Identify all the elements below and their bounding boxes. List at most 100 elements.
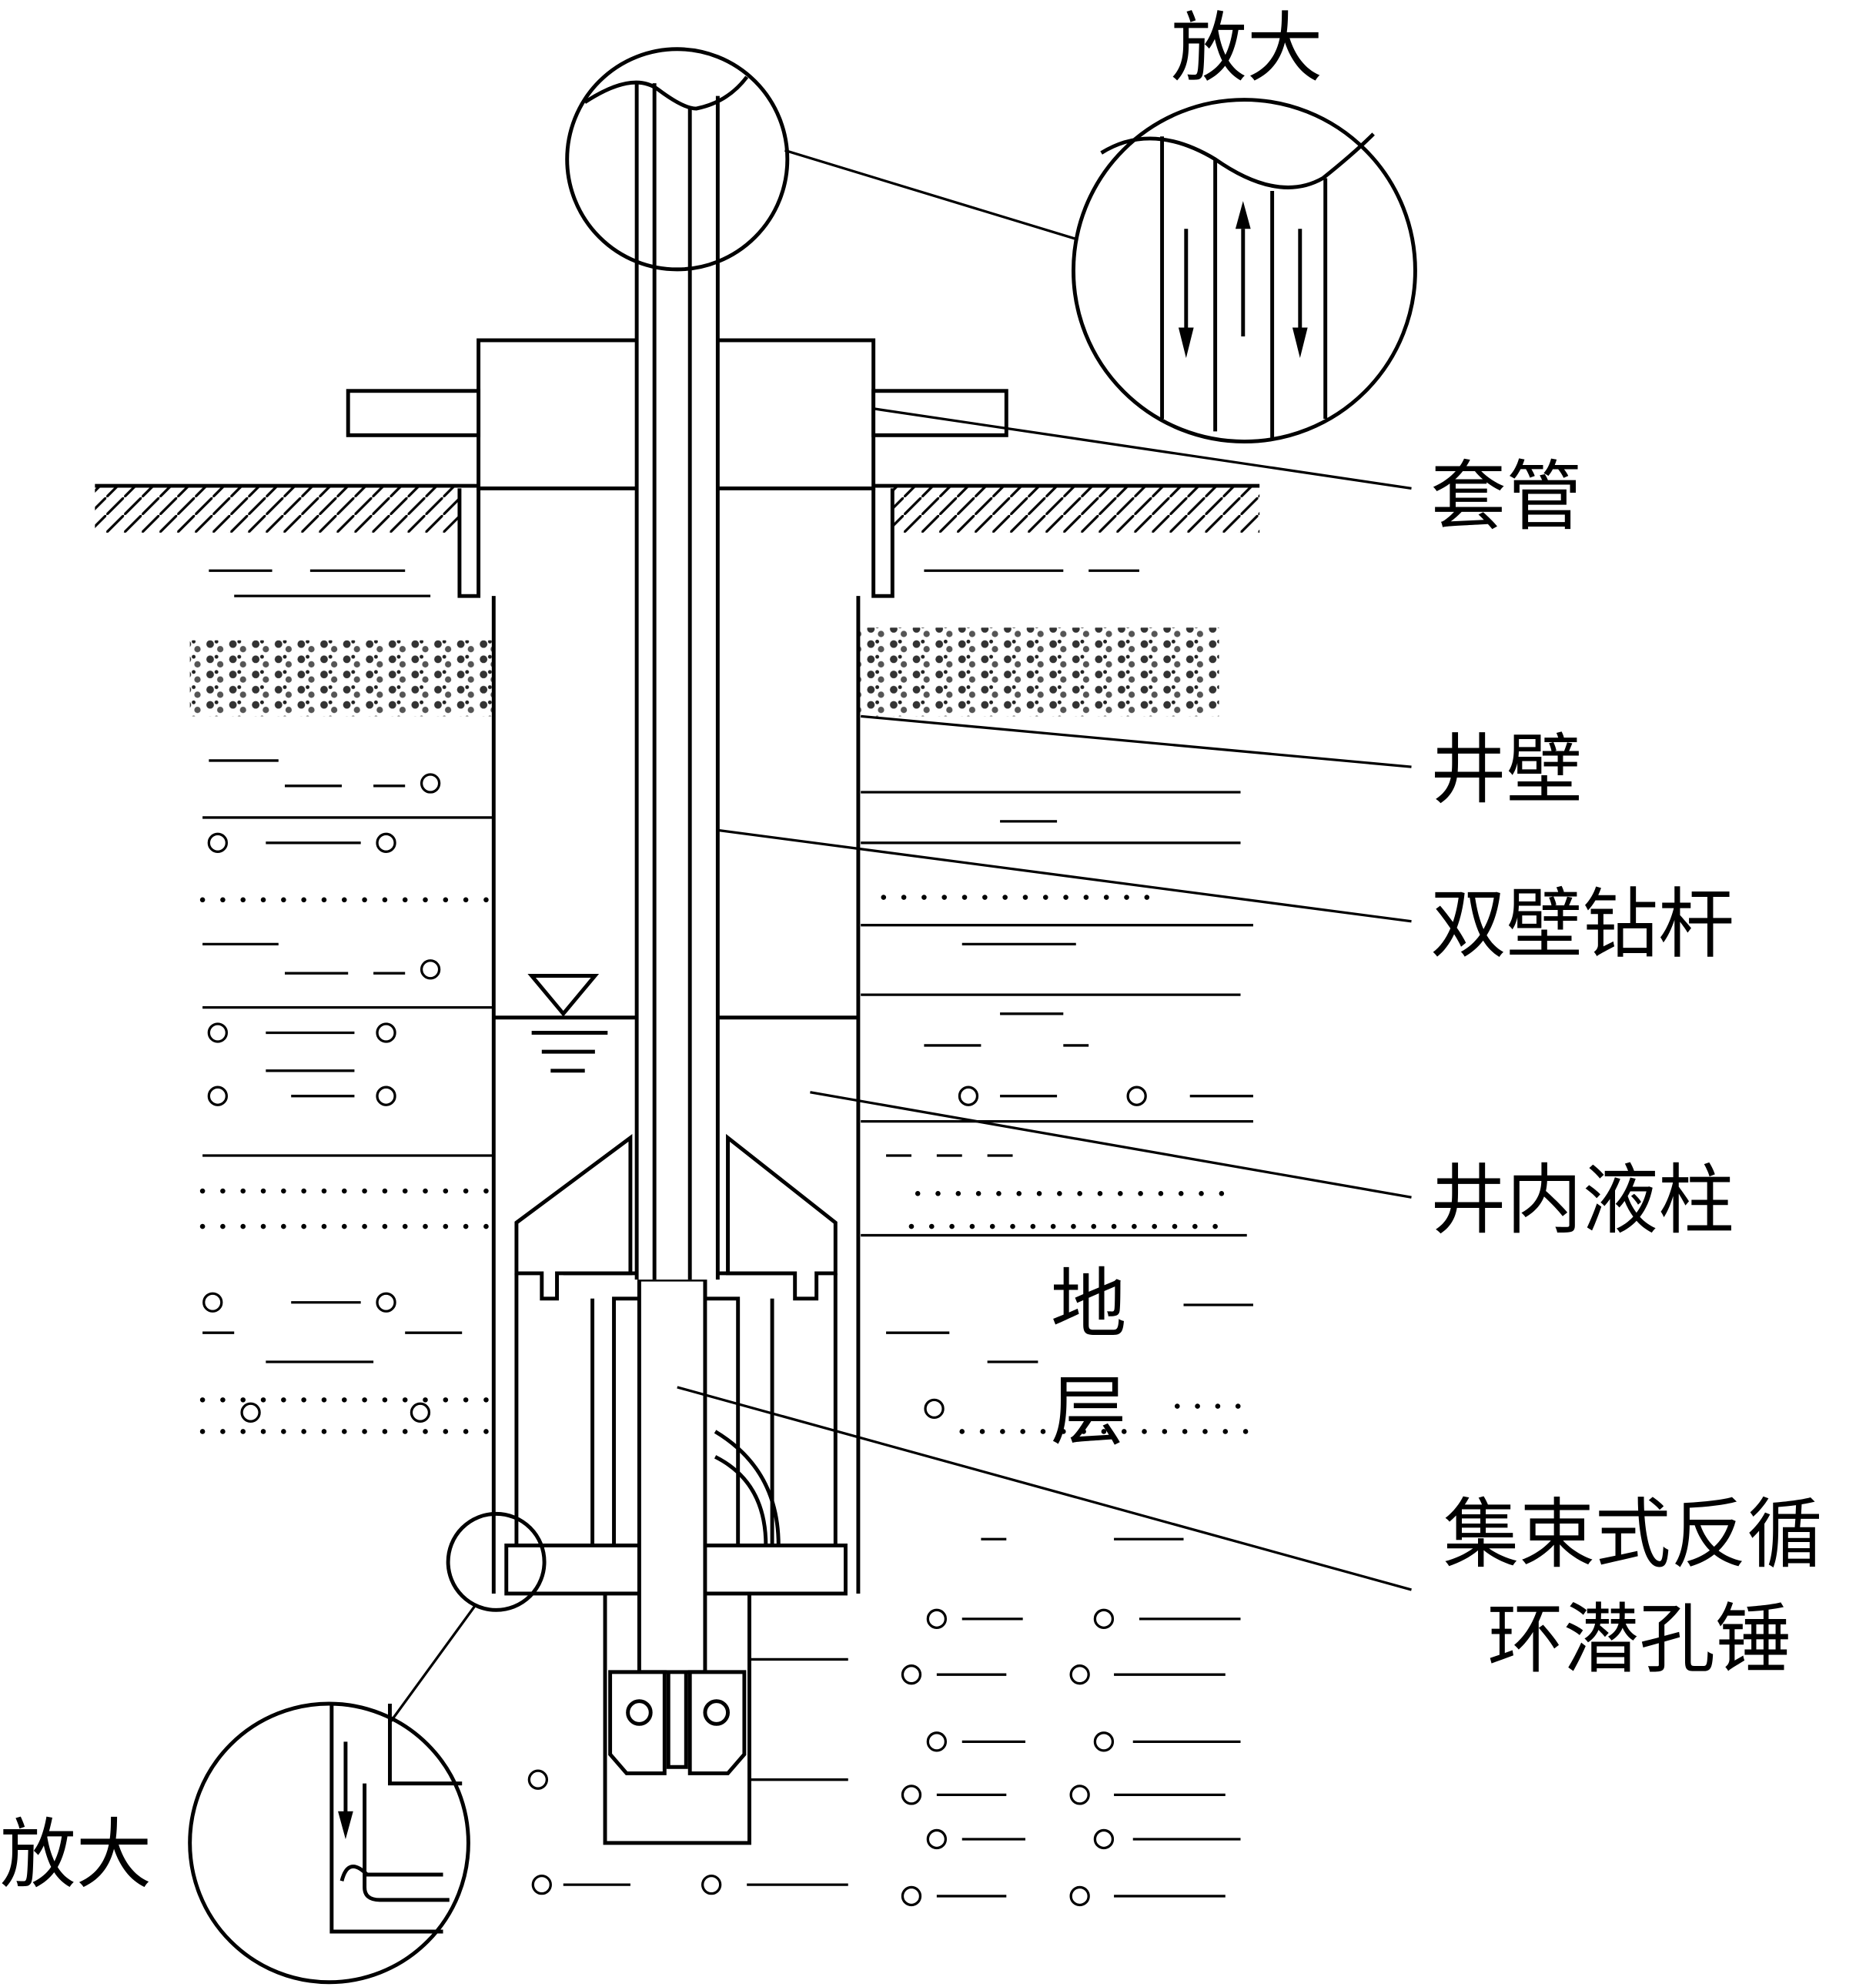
stratum-sand-dot [1199,1191,1204,1196]
stratum-sand-dot [961,895,968,900]
stratum-pebble [240,1402,261,1423]
stratum-sand-dot [915,1191,921,1196]
stratum-pebble [1069,1885,1090,1907]
stratum-sand-dot [382,1223,388,1229]
stratum-pebble [376,1292,396,1313]
stratum-sand-dot [1215,1403,1221,1409]
stratum-sand-dot [463,897,469,903]
stratum-sand-dot [321,897,327,903]
stratum-sand-dot [1212,1223,1218,1229]
stratum-pebble [207,1022,228,1043]
gravel-layer [189,627,1219,717]
stratum-sand-dot [483,1429,489,1434]
casing-label: 套管 [1430,453,1582,541]
stratum-sand-dot [1071,1223,1076,1229]
stratum-sand-dot [402,1397,408,1403]
stratum-sand-dot [321,1429,327,1434]
stratum-pebble [207,1085,228,1106]
stratum-pebble [202,1292,223,1313]
stratum-sand-dot [1040,1429,1046,1434]
stratum-pebble [1069,1785,1090,1805]
stratum-sand-dot [382,1429,388,1434]
drill-pipe-label: 双壁钻杆 [1430,881,1734,969]
stratum-sand-dot [240,1223,246,1229]
stratum-sand-dot [240,897,246,903]
stratum-sand-dot [928,1223,935,1229]
stratum-sand-dot [199,1429,206,1434]
stratum-sand-dot [301,1188,306,1194]
stratum-sand-dot [362,1397,367,1403]
stratum-sand-dot [881,895,887,900]
stratum-pebble [901,1785,922,1805]
stratum-sand-dot [402,897,408,903]
stratum-sand-dot [1020,1429,1025,1434]
stratum-sand-dot [996,1191,1002,1196]
stratum-sand-dot [321,1397,327,1403]
stratum-pebble [926,1608,948,1629]
stratum-pattern [199,569,1253,1907]
well-wall-label: 井壁 [1430,726,1582,815]
stratum-sand-dot [240,1429,246,1434]
stratum-pebble [207,832,228,853]
stratum-sand-dot [1242,1429,1249,1434]
magnify-bottom-label: 放大 [0,1811,152,1899]
stratum-sand-dot [989,1223,995,1229]
stratum-sand-dot [281,1429,286,1434]
flow-down-arrow-icon [338,1741,353,1839]
stratum-sand-dot [220,1429,226,1434]
stratum-sand-dot [921,895,927,900]
stratum-sand-dot [1138,1191,1143,1196]
stratum-sand-dot [341,897,347,903]
stratum-pebble [924,1398,945,1420]
stratum-sand-dot [463,1188,469,1194]
stratum-sand-dot [979,1429,985,1434]
stratum-sand-dot [1042,895,1048,900]
stratum-sand-dot [260,1188,266,1194]
stratum-sand-dot [341,1188,347,1194]
stratum-sand-dot [1175,1403,1180,1409]
stratum-sand-dot [1091,1223,1097,1229]
stratum-sand-dot [362,897,367,903]
stratum-pebble [958,1085,979,1106]
stratum-sand-dot [1142,1429,1147,1434]
bottom-magnifier [188,1511,547,1985]
stratum-pebble [926,1731,948,1752]
stratum-pebble [926,1828,948,1850]
stratum-pebble [376,1022,396,1043]
stratum-sand-dot [1000,1429,1005,1434]
stratum-pebble [531,1875,552,1895]
ground-surface [95,483,1260,533]
stratum-sand-dot [1101,1429,1107,1434]
stratum-sand-dot [220,1188,226,1194]
stratum-sand-dot [1195,1403,1200,1409]
stratum-sand-dot [1083,895,1089,900]
stratum-sand-dot [935,1191,941,1196]
down-the-hole-hammer [504,1133,848,1845]
stratum-sand-dot [1111,1223,1117,1229]
stratum-sand-dot [969,1223,975,1229]
stratum-sand-dot [1057,1191,1062,1196]
stratum-sand-dot [443,1188,449,1194]
stratum-sand-dot [240,1188,246,1194]
stratum-pebble [1126,1085,1147,1106]
stratum-sand-dot [982,895,988,900]
stratum-sand-dot [1036,1191,1042,1196]
stratum-sand-dot [423,1429,428,1434]
stratum-pebble [420,959,441,980]
flow-down-arrow-icon [1178,229,1194,359]
stratum-sand-dot [1103,895,1109,900]
stratum-pebble [420,773,441,794]
stratum-sand-dot [382,897,388,903]
stratum-sand-dot [483,1188,489,1194]
stratum-sand-dot [1022,895,1028,900]
stratum-sand-dot [483,1397,489,1403]
stratum-sand-dot [260,1397,266,1403]
stratum-sand-dot [1016,1191,1022,1196]
stratum-sand-dot [463,1223,469,1229]
stratum-sand-dot [443,1429,449,1434]
stratum-sand-dot [281,897,286,903]
stratum-sand-dot [362,1223,367,1229]
stratum-sand-dot [341,1397,347,1403]
stratum-sand-dot [908,1223,915,1229]
